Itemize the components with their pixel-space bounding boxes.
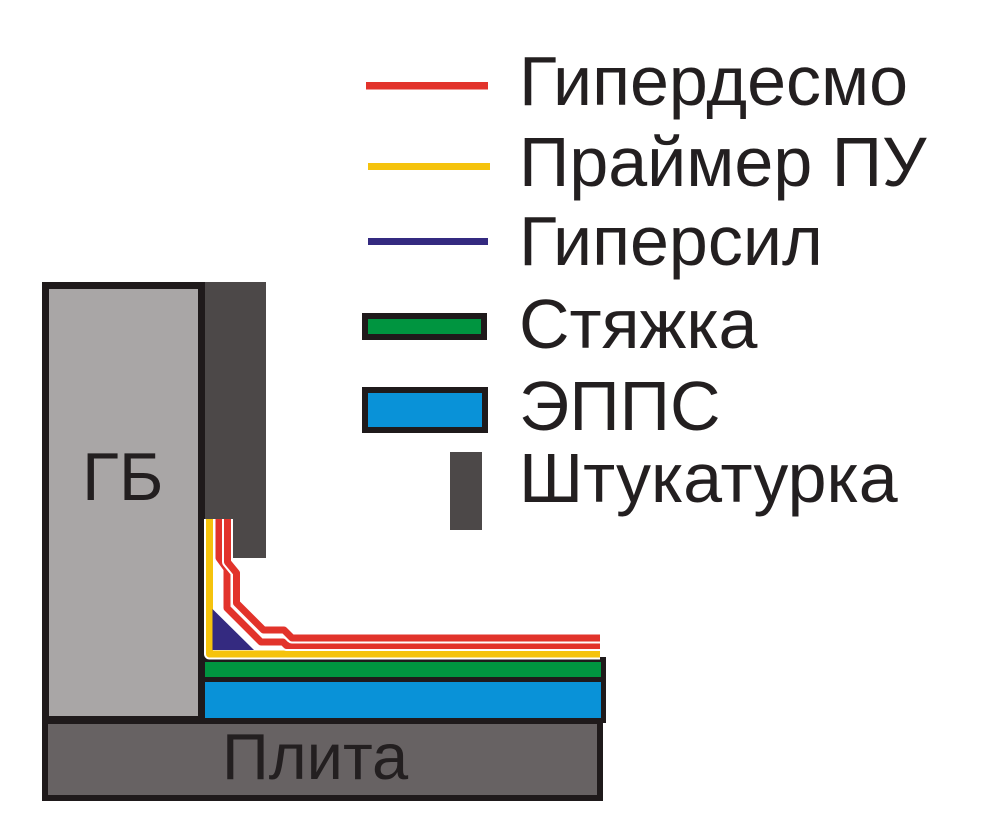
membrane-line-1 xyxy=(215,519,600,649)
screed-layer xyxy=(200,657,606,682)
membrane-line-2-halo xyxy=(222,519,600,644)
plaster-strip xyxy=(205,282,266,558)
legend-label-screed: Стяжка xyxy=(519,285,758,363)
legend-swatch-plaster xyxy=(450,452,482,530)
sealant-fillet xyxy=(212,609,254,650)
legend-swatch-hypersil xyxy=(368,238,488,245)
legend-label-plaster: Штукатурка xyxy=(519,439,898,517)
wall-block xyxy=(42,282,205,723)
slab xyxy=(42,718,603,801)
legend-label-epps: ЭППС xyxy=(519,367,721,445)
legend-label-hyperdesmo: Гипердесмо xyxy=(519,42,909,120)
legend-swatch-epps xyxy=(362,387,488,433)
slab-label: Плита xyxy=(222,720,409,793)
legend-swatch-primer-pu xyxy=(368,163,490,170)
legend-swatch-hyperdesmo xyxy=(366,82,488,90)
legend-label-hypersil: Гиперсил xyxy=(519,202,823,280)
wall-label: ГБ xyxy=(82,439,164,515)
legend-label-primer-pu: Праймер ПУ xyxy=(519,123,927,201)
membrane-line-2 xyxy=(224,519,600,642)
legend-swatch-screed xyxy=(362,313,487,340)
xps-layer xyxy=(200,677,606,723)
primer-line xyxy=(206,519,600,658)
